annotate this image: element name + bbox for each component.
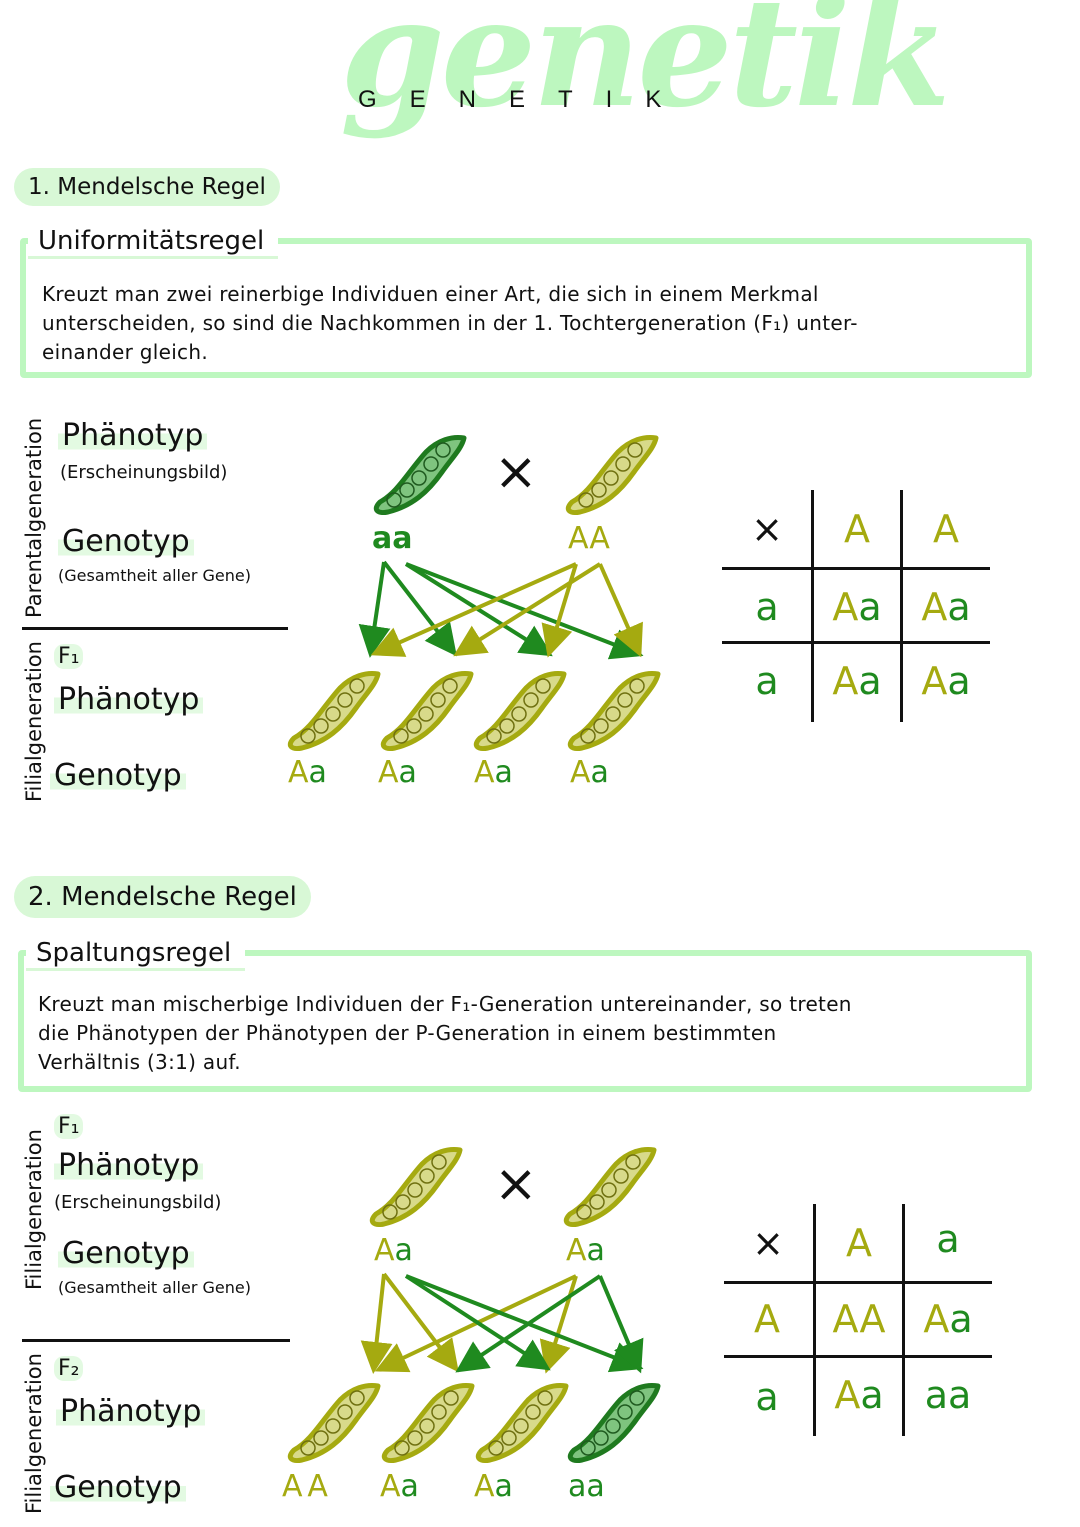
offspring-genotype: Aa	[474, 755, 513, 790]
punnett-cell: Aa	[832, 659, 882, 703]
rule1-definition-box	[20, 238, 1032, 378]
pod-yellow-icon	[384, 1386, 472, 1461]
pod-yellow-icon	[478, 1386, 566, 1461]
offspring-genotype: Aa	[288, 755, 327, 790]
parent1-genotype: Aa	[374, 1233, 413, 1268]
divider	[22, 1339, 290, 1342]
cross-symbol: ×	[494, 442, 538, 502]
punnett-col-header: A	[846, 1221, 872, 1265]
text-line: die Phänotypen der Phänotypen der P-Gene…	[38, 1021, 777, 1045]
punnett-cell: AA	[832, 1297, 886, 1341]
punnett-cell: Aa	[832, 585, 882, 629]
allele: A	[589, 521, 610, 556]
label-generation-f1: F₁	[54, 1114, 84, 1139]
side-label-filialgeneration: Filialgeneration	[22, 1129, 46, 1290]
grid-line	[813, 1204, 816, 1436]
label-phaenotyp-sub: (Erscheinungsbild)	[54, 1192, 222, 1213]
punnett-corner: ×	[752, 1221, 784, 1265]
allele: a	[372, 521, 393, 556]
rule2-box-title: Spaltungsregel	[26, 938, 246, 971]
offspring-genotype: Aa	[570, 755, 609, 790]
pod-yellow-icon	[566, 1150, 654, 1225]
punnett-col-header: A	[933, 507, 959, 551]
pod-green-icon	[570, 1386, 658, 1461]
text-line: Verhältnis (3:1) auf.	[38, 1050, 241, 1074]
offspring-genotype: aa	[568, 1469, 605, 1504]
label-genotyp: Genotyp	[58, 1236, 194, 1271]
punnett-col-header: A	[844, 507, 870, 551]
label-phaenotyp-f2: Phänotyp	[56, 1394, 206, 1429]
page-title: GENETIK	[358, 86, 695, 113]
grid-line	[902, 1204, 905, 1436]
punnett-row-header: a	[755, 585, 779, 629]
label-generation-f1: F₁	[54, 644, 84, 669]
pod-yellow-icon	[383, 674, 471, 749]
label-phaenotyp-f1: Phänotyp	[54, 682, 204, 717]
punnett-cell: Aa	[834, 1373, 884, 1417]
pod-yellow-icon	[290, 674, 378, 749]
label-phaenotyp: Phänotyp	[58, 418, 208, 453]
punnett-col-header: a	[936, 1217, 960, 1261]
grid-line	[724, 1281, 992, 1284]
grid-line	[900, 490, 903, 722]
allele: a	[392, 521, 413, 556]
label-phaenotyp-sub: (Erscheinungsbild)	[60, 462, 228, 483]
punnett-cell: Aa	[921, 585, 971, 629]
punnett-cell: Aa	[921, 659, 971, 703]
offspring-genotype: Aa	[474, 1469, 513, 1504]
offspring-genotype: Aa	[380, 1469, 419, 1504]
rule1-box-title: Uniformitätsregel	[28, 226, 279, 259]
rule1-heading: 1. Mendelsche Regel	[14, 168, 280, 206]
punnett-cell: Aa	[923, 1297, 973, 1341]
cross-symbol: ×	[494, 1154, 538, 1214]
text-line: unterscheiden, so sind die Nachkommen in…	[42, 311, 858, 335]
pod-yellow-icon	[570, 674, 658, 749]
rule2-heading: 2. Mendelsche Regel	[14, 876, 311, 918]
offspring-genotype: AA	[282, 1469, 332, 1504]
text-line: einander gleich.	[42, 340, 208, 364]
label-genotyp: Genotyp	[58, 524, 194, 559]
text-line: Kreuzt man mischerbige Individuen der F₁…	[38, 992, 852, 1016]
offspring-genotype: Aa	[378, 755, 417, 790]
rule1-punnett-square: × A A a a Aa Aa Aa Aa	[722, 490, 992, 722]
pod-yellow-icon	[372, 1150, 460, 1225]
parent2-genotype: Aa	[566, 1233, 605, 1268]
label-genotyp-sub: (Gesamtheit aller Gene)	[58, 1278, 251, 1297]
grid-line	[724, 1355, 992, 1358]
rule2-definition-box	[18, 950, 1032, 1092]
punnett-row-header: a	[755, 659, 779, 703]
pod-green-icon	[376, 438, 464, 513]
label-generation-f2: F₂	[54, 1356, 84, 1381]
pod-yellow-icon	[476, 674, 564, 749]
allele: A	[568, 521, 590, 556]
punnett-row-header: a	[755, 1375, 779, 1419]
label-genotyp-sub: (Gesamtheit aller Gene)	[58, 566, 251, 585]
rule2-definition-text: Kreuzt man mischerbige Individuen der F₁…	[38, 990, 1018, 1077]
parent1-genotype: aa	[372, 524, 413, 554]
label-genotyp-f1: Genotyp	[50, 758, 186, 793]
punnett-row-header: A	[754, 1297, 780, 1341]
parent2-genotype: AA	[568, 524, 610, 554]
title-script: genetik	[340, 0, 951, 141]
rule2-punnett-square: × A a A a AA Aa Aa aa	[722, 1204, 992, 1436]
rule1-definition-text: Kreuzt man zwei reinerbige Individuen ei…	[42, 280, 1022, 367]
label-phaenotyp: Phänotyp	[54, 1148, 204, 1183]
grid-line	[811, 490, 814, 722]
punnett-cell: aa	[924, 1373, 972, 1417]
pod-yellow-icon	[290, 1386, 378, 1461]
grid-line	[722, 567, 990, 570]
divider	[22, 627, 288, 630]
side-label-filialgeneration: Filialgeneration	[22, 1353, 46, 1514]
grid-line	[722, 641, 990, 644]
punnett-corner: ×	[751, 507, 783, 551]
label-genotyp-f2: Genotyp	[50, 1470, 186, 1505]
text-line: Kreuzt man zwei reinerbige Individuen ei…	[42, 282, 819, 306]
pod-yellow-icon	[568, 438, 656, 513]
